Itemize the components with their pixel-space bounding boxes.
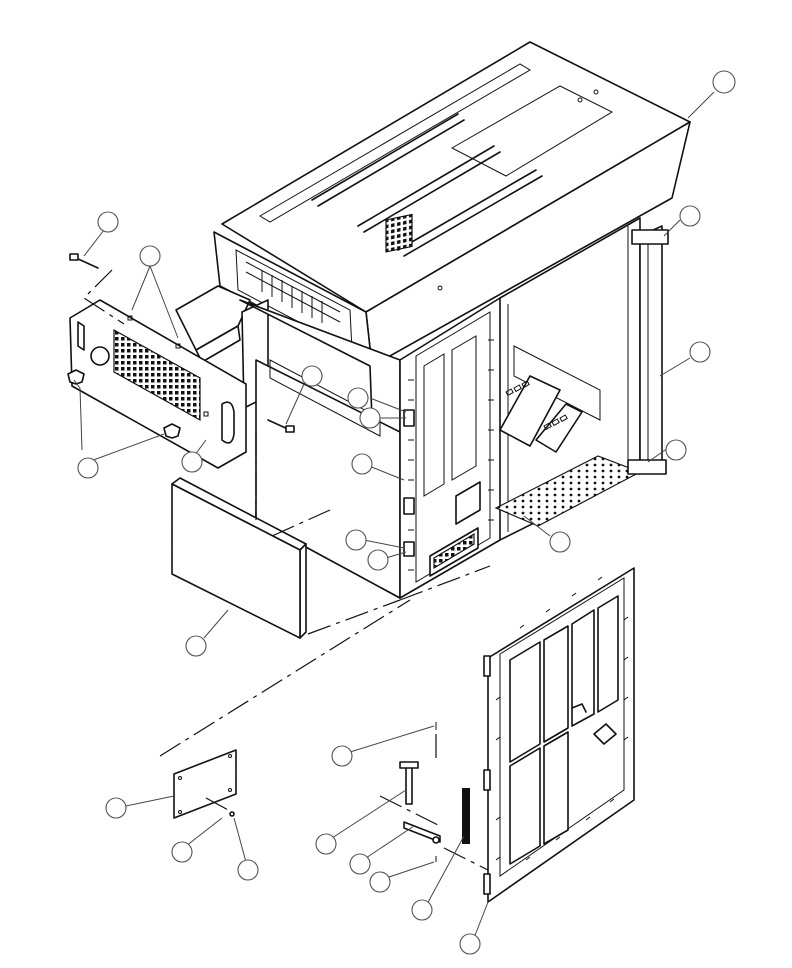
- callout-vent-panel: [181, 451, 203, 473]
- callout-insulation: [185, 635, 207, 657]
- callout-post: [689, 341, 711, 363]
- callout-knobs: [77, 457, 99, 479]
- insulation-pad: [171, 477, 307, 639]
- callout-leaders: [73, 91, 715, 939]
- cover-plate: [173, 749, 237, 819]
- door-rivets: [495, 576, 629, 861]
- bolt-middle: [267, 419, 295, 433]
- callout-handle: [315, 833, 337, 855]
- callout-post-top: [679, 205, 701, 227]
- callout-plate-screw: [171, 841, 193, 863]
- callout-plate-nut: [237, 859, 259, 881]
- callout-plate: [105, 797, 127, 819]
- callout-hinge: [351, 453, 373, 475]
- rivets-left: [408, 339, 494, 571]
- callout-bolt-top: [97, 211, 119, 233]
- rear-vent-panel: [67, 299, 247, 469]
- callout-roof: [712, 70, 736, 94]
- callout-latch-upper: [347, 387, 369, 409]
- callout-pin: [331, 745, 353, 767]
- control-switches: [505, 380, 568, 431]
- callout-washer: [369, 871, 391, 893]
- callout-floor-step: [549, 531, 571, 553]
- callout-lever: [349, 853, 371, 875]
- callout-seal-strip: [411, 899, 433, 921]
- callout-latch-lower-b: [367, 549, 389, 571]
- callout-post-bottom: [665, 439, 687, 461]
- assembly-centerlines: [83, 269, 491, 871]
- callout-vent-rivets: [139, 245, 161, 267]
- latch-handle-parts: [399, 722, 470, 862]
- roof-canopy: [213, 41, 691, 367]
- callout-latch-upper-b: [359, 407, 381, 429]
- bolt-top: [69, 253, 99, 269]
- cab-door: [483, 567, 635, 903]
- callout-bubbles: [77, 70, 736, 955]
- canopy-vent-fins: [261, 270, 323, 323]
- callout-door: [459, 933, 481, 955]
- callout-bolt-middle: [301, 365, 323, 387]
- callout-latch-lower: [345, 529, 367, 551]
